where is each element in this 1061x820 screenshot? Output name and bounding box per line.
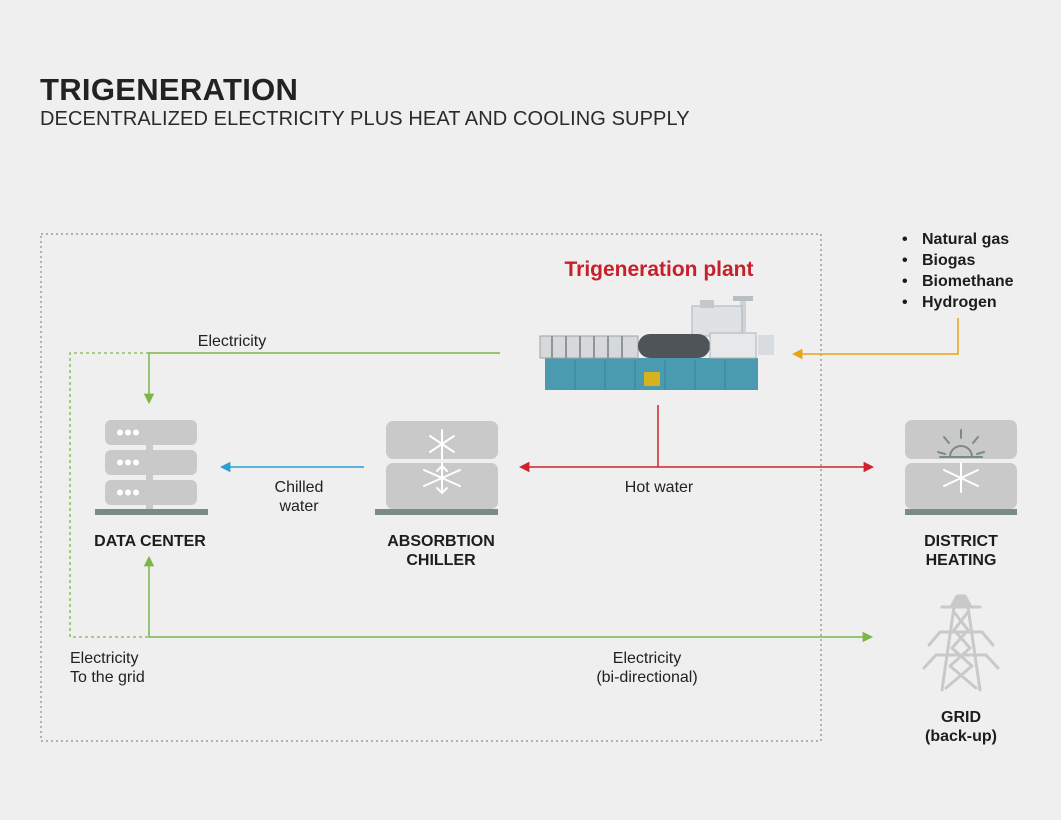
chilled-water-label: Chilled water <box>244 478 354 516</box>
fuel-supply-arrow <box>791 318 959 360</box>
plant-title: Trigeneration plant <box>564 258 754 281</box>
chiller-caption-line1: ABSORBTION <box>387 533 495 550</box>
fuel-biomethane: Biomethane <box>902 271 1014 292</box>
to-grid-line1: Electricity <box>70 650 139 667</box>
district-heating-line2: HEATING <box>925 552 997 569</box>
grid-caption-line1: GRID <box>941 709 981 726</box>
page-title: TRIGENERATION <box>40 72 299 107</box>
server-rack-icon <box>95 420 208 515</box>
bidirectional-line1: Electricity <box>612 650 682 667</box>
chilled-water-line1: Chilled <box>274 479 324 496</box>
district-heating-caption: DISTRICT HEATING <box>891 532 1031 570</box>
bidirectional-line2: (bi-directional) <box>596 669 698 686</box>
fuel-natural-gas: Natural gas <box>902 229 1014 250</box>
chilled-water-line2: water <box>279 498 319 515</box>
electricity-bidirectional-arrow <box>143 555 874 643</box>
power-pylon-icon <box>922 594 1000 692</box>
chp-container-icon <box>539 296 774 390</box>
system-boundary <box>40 233 822 742</box>
district-heating-line1: DISTRICT <box>924 533 998 550</box>
fuel-hydrogen: Hydrogen <box>902 292 1014 313</box>
snowflake-icon <box>375 421 498 515</box>
page-subtitle: DECENTRALIZED ELECTRICITY PLUS HEAT AND … <box>40 108 690 130</box>
grid-caption: GRID (back-up) <box>891 708 1031 746</box>
to-grid-line2: To the grid <box>70 669 145 686</box>
electricity-to-grid-dashed <box>69 352 149 638</box>
sun-heat-icon <box>905 420 1017 515</box>
chiller-caption-line2: CHILLER <box>406 552 476 569</box>
fuel-biogas: Biogas <box>902 250 1014 271</box>
electricity-bidirectional-label: Electricity (bi-directional) <box>567 649 727 687</box>
electricity-to-grid-label: Electricity To the grid <box>70 649 220 687</box>
fuel-list: Natural gas Biogas Biomethane Hydrogen <box>902 229 1014 313</box>
hot-water-label: Hot water <box>624 479 694 496</box>
electricity-to-datacenter-arrow <box>143 352 500 405</box>
electricity-label: Electricity <box>197 333 267 350</box>
data-center-caption: DATA CENTER <box>94 533 206 550</box>
absorbtion-chiller-caption: ABSORBTION CHILLER <box>361 532 521 570</box>
grid-caption-line2: (back-up) <box>925 728 997 745</box>
